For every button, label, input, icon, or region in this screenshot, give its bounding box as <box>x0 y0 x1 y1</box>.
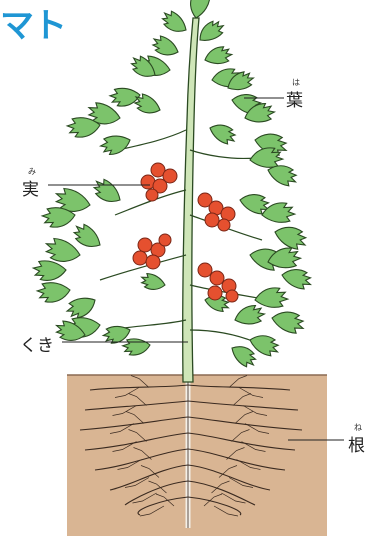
soil <box>67 375 327 536</box>
leaflet <box>270 309 305 334</box>
leaflet <box>195 17 226 47</box>
leaflet <box>122 336 151 357</box>
leaflet <box>232 302 266 329</box>
leaflet <box>280 267 312 290</box>
leaflet <box>44 237 82 264</box>
tomato-fruit <box>210 271 224 285</box>
leaflet <box>99 131 133 158</box>
leaflet <box>272 223 308 251</box>
leaflet <box>33 259 67 282</box>
leaflet <box>207 121 238 146</box>
stem-label: くき <box>20 331 54 356</box>
root-label: 根 <box>348 431 365 456</box>
tomato-fruit <box>198 263 212 277</box>
leaf-label: 葉 <box>286 86 303 111</box>
tomato-fruit <box>218 219 230 231</box>
tomato-fruit <box>133 251 147 265</box>
leaflet <box>150 34 181 59</box>
leaflet <box>202 44 233 69</box>
tomato-fruit <box>146 189 158 201</box>
tomato-fruit <box>205 213 219 227</box>
tomato-fruit <box>159 234 171 246</box>
leaflet <box>188 0 211 20</box>
tomato-fruit <box>146 255 160 269</box>
leaflet <box>159 9 191 37</box>
leaflet <box>36 279 71 304</box>
leaflet <box>253 286 288 311</box>
leaflet <box>90 176 125 207</box>
tomato-fruit <box>208 286 222 300</box>
fruit-label: 実 <box>22 175 39 200</box>
main-stem <box>183 18 199 382</box>
leaflet <box>70 221 105 252</box>
tomato-fruit <box>138 238 152 252</box>
tomato-fruit <box>226 290 238 302</box>
leaflet <box>140 273 167 292</box>
